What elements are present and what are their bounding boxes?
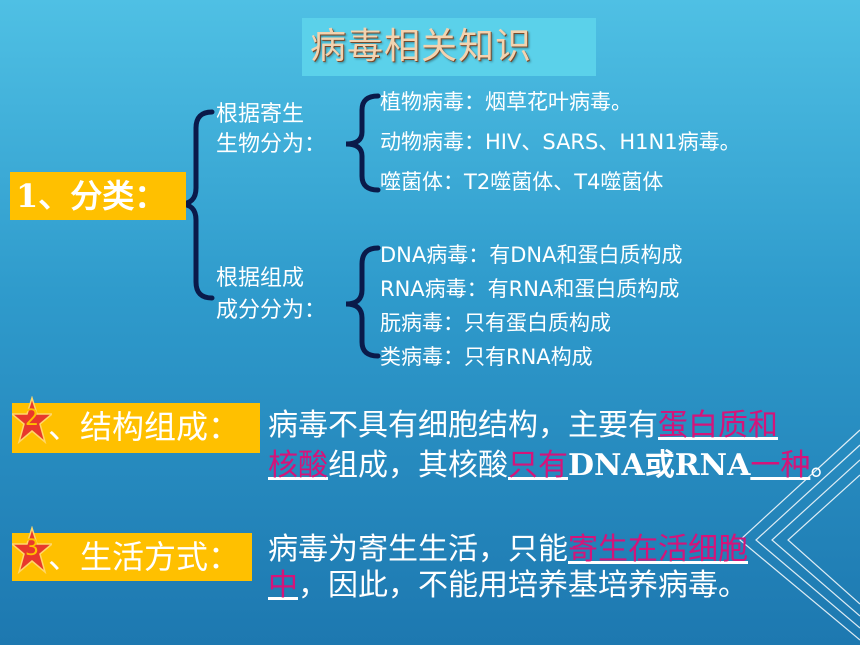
- prion-item: 朊病毒：只有蛋白质构成: [380, 311, 611, 335]
- structure-highlight-nucleic-acid: 核酸: [268, 448, 328, 483]
- lifestyle-text-line2: 中，因此，不能用培养基培养病毒。: [268, 566, 748, 606]
- lifestyle-text-part: ，因此，不能用培养基培养病毒。: [298, 568, 748, 603]
- title-background: [302, 18, 596, 76]
- page-title: 病毒相关知识: [310, 26, 533, 67]
- structure-text-line2: 核酸组成，其核酸只有DNA或RNA一种。: [268, 446, 840, 486]
- dna-virus-item: DNA病毒：有DNA和蛋白质构成: [380, 243, 683, 267]
- viroid-item: 类病毒：只有RNA构成: [380, 345, 593, 369]
- bacteriophage-item: 噬菌体：T2噬菌体、T4噬菌体: [380, 170, 664, 194]
- structure-highlight-only: 只有: [508, 448, 568, 483]
- lifestyle-text-part: 病毒为寄生生活，只能: [268, 532, 568, 567]
- structure-highlight-protein: 蛋白质和: [658, 408, 778, 443]
- animal-virus-item: 动物病毒：HIV、SARS、H1N1病毒。: [380, 130, 741, 154]
- lifestyle-label: 、生活方式：: [48, 538, 241, 576]
- plant-virus-item: 植物病毒：烟草花叶病毒。: [380, 90, 632, 114]
- group-composition-label-line2: 成分分为：: [216, 298, 327, 323]
- structure-highlight-one-kind: 一种: [750, 448, 811, 483]
- lifestyle-number: 3: [25, 536, 39, 561]
- structure-text-dna-rna: DNA或RNA: [568, 448, 751, 483]
- classification-label: 1、分类：: [10, 172, 186, 220]
- lifestyle-highlight-in: 中: [268, 568, 298, 603]
- structure-text-part: 病毒不具有细胞结构，主要有: [268, 408, 658, 443]
- structure-text-line1: 病毒不具有细胞结构，主要有蛋白质和: [268, 406, 778, 446]
- group-composition-label-line1: 根据组成: [216, 266, 305, 291]
- structure-label: 、结构组成：: [48, 408, 241, 446]
- group-parasite-host-label-line1: 根据寄生: [216, 102, 305, 127]
- lifestyle-label-box: 、生活方式：: [12, 533, 252, 581]
- structure-label-box: 、结构组成：: [12, 403, 260, 453]
- lifestyle-text-line1: 病毒为寄生生活，只能寄生在活细胞: [268, 530, 748, 570]
- structure-text-part: 组成，其核酸: [328, 448, 508, 483]
- star-icon-2: 2: [12, 396, 52, 444]
- star-icon-3: 3: [12, 526, 52, 574]
- lifestyle-highlight-living-cell: 寄生在活细胞: [568, 532, 748, 567]
- rna-virus-item: RNA病毒：有RNA和蛋白质构成: [380, 277, 680, 301]
- structure-text-period: 。: [810, 448, 841, 483]
- group-parasite-host-label-line2: 生物分为：: [216, 132, 327, 157]
- structure-number: 2: [25, 406, 39, 431]
